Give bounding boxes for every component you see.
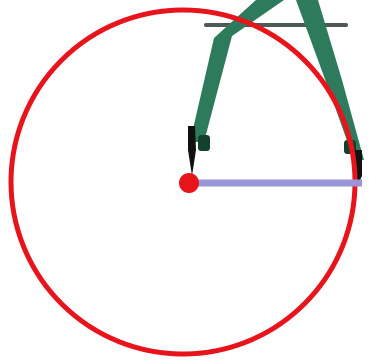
compass-left-leg [190,0,284,142]
compass-right-leg [296,0,364,160]
compass-left-knob [198,135,210,151]
compass-needle-point [188,126,196,176]
compass-icon [188,0,364,184]
center-point [179,173,199,193]
